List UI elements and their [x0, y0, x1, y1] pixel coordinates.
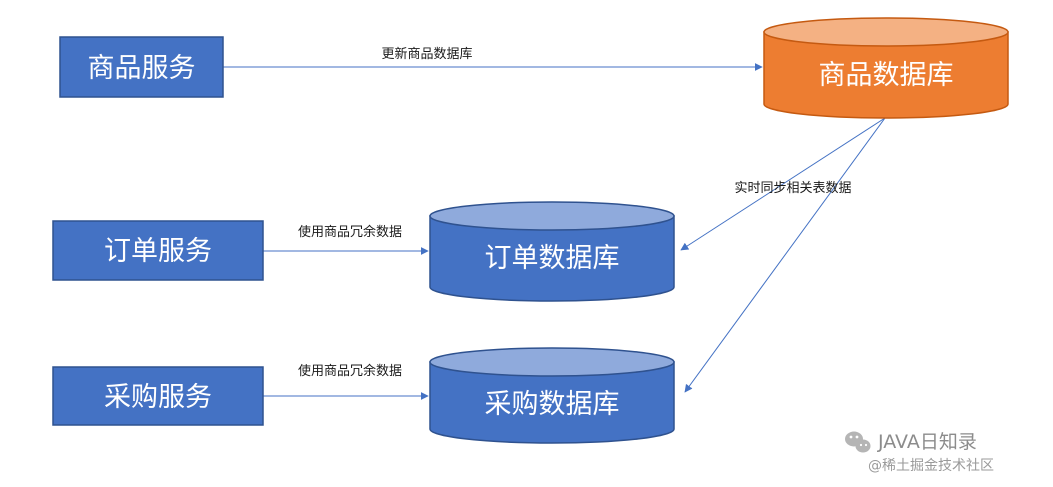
node-purchase-db: 采购数据库 [429, 347, 675, 444]
node-label-order-service: 订单服务 [104, 236, 212, 267]
node-order-service: 订单服务 [52, 220, 264, 281]
edge-label-purchase-redundant: 使用商品冗余数据 [298, 363, 402, 379]
edge-update-product-db: 更新商品数据库 [223, 46, 763, 71]
watermark: JAVA日知录 @稀土掘金技术社区 [845, 431, 994, 474]
node-label-order-db: 订单数据库 [485, 243, 620, 274]
edge-order-redundant: 使用商品冗余数据 [263, 224, 429, 255]
edge-purchase-redundant: 使用商品冗余数据 [263, 363, 429, 400]
watermark-site: @稀土掘金技术社区 [868, 458, 994, 474]
watermark-account: JAVA日知录 [877, 431, 977, 453]
node-product-db: 商品数据库 [763, 17, 1009, 119]
edge-label-order-redundant: 使用商品冗余数据 [298, 224, 402, 240]
node-purchase-service: 采购服务 [52, 366, 264, 426]
node-product-service: 商品服务 [59, 36, 224, 98]
node-order-db: 订单数据库 [429, 201, 675, 302]
edge-label-update-product-db: 更新商品数据库 [381, 46, 472, 62]
node-label-purchase-db: 采购数据库 [485, 389, 620, 420]
node-label-product-db: 商品数据库 [819, 60, 954, 91]
node-label-purchase-service: 采购服务 [104, 382, 212, 413]
edge-realtime-sync: 实时同步相关表数据 [680, 117, 886, 393]
wechat-icon [845, 431, 871, 453]
node-label-product-service: 商品服务 [88, 53, 196, 84]
edge-label-realtime-sync: 实时同步相关表数据 [734, 181, 851, 196]
